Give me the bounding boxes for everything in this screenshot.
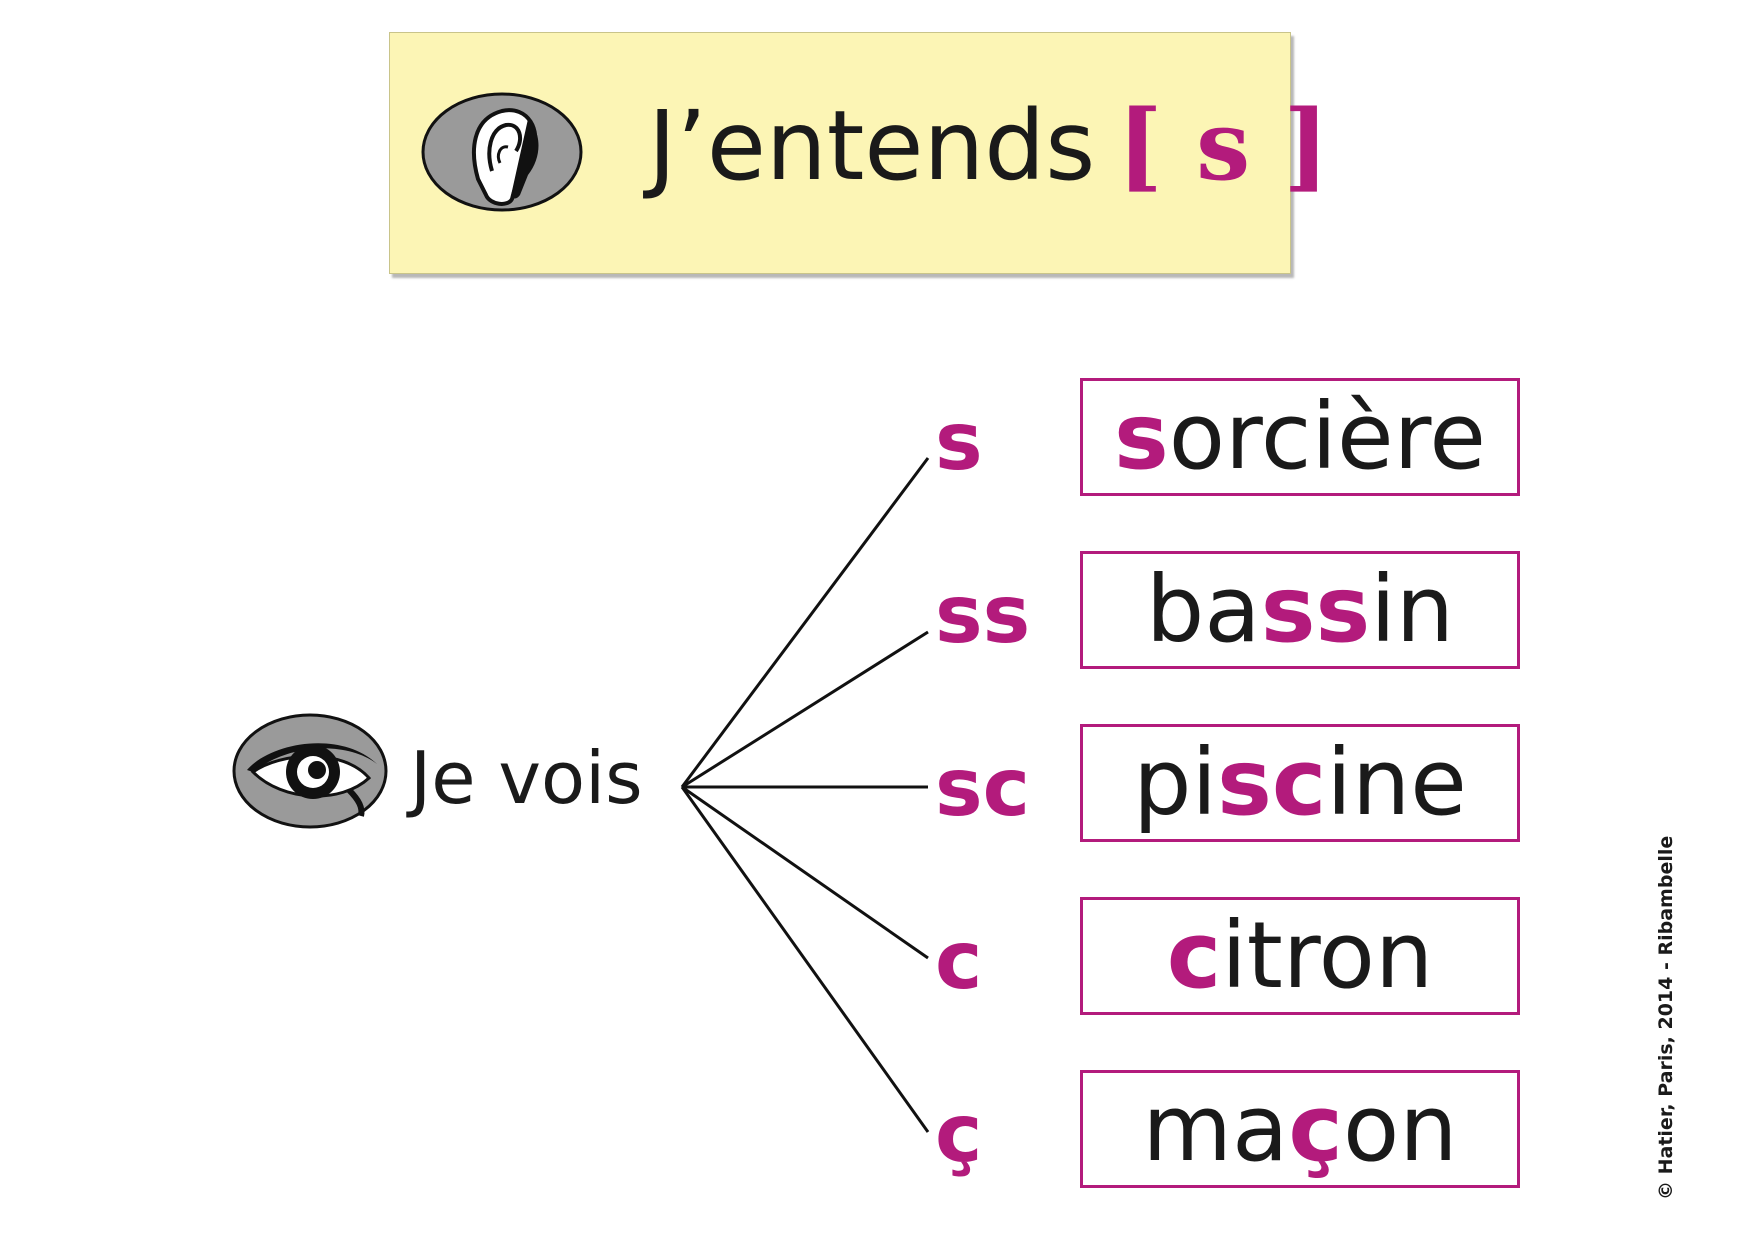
word-before: ba: [1145, 556, 1261, 663]
phoneme-label: [ s ]: [1117, 89, 1329, 202]
grapheme-1: s: [935, 395, 983, 488]
example-word: sorcière: [1114, 382, 1486, 492]
title-box: J’entends[ s ]: [389, 32, 1329, 274]
word-after: in: [1370, 556, 1455, 663]
word-highlight: ç: [1288, 1075, 1343, 1182]
word-after: on: [1342, 1075, 1458, 1182]
example-word: citron: [1167, 901, 1434, 1011]
word-box-3: piscine: [1080, 724, 1520, 842]
example-word: bassin: [1146, 555, 1454, 665]
see-label: Je vois: [410, 736, 643, 820]
eye-icon: [232, 713, 388, 829]
word-after: ine: [1326, 729, 1467, 836]
word-box-4: citron: [1080, 897, 1520, 1015]
word-before: pi: [1133, 729, 1218, 836]
word-box-1: sorcière: [1080, 378, 1520, 496]
word-box-5: maçon: [1080, 1070, 1520, 1188]
word-before: ma: [1142, 1075, 1289, 1182]
title-text: J’entends: [648, 90, 1096, 202]
branch-line-5: [680, 786, 930, 1133]
word-after: orcière: [1168, 383, 1486, 490]
branch-line-4: [681, 785, 929, 960]
word-box-2: bassin: [1080, 551, 1520, 669]
word-after: itron: [1221, 902, 1434, 1009]
branch-line-1: [680, 457, 930, 788]
word-highlight: s: [1113, 383, 1169, 490]
branch-line-2: [681, 630, 929, 789]
grapheme-3: sc: [935, 741, 1031, 834]
grapheme-4: c: [935, 914, 983, 1007]
grapheme-2: ss: [935, 568, 1031, 661]
page-title: J’entends[ s ]: [648, 81, 1329, 211]
example-word: maçon: [1142, 1074, 1457, 1184]
copyright-text: © Hatier, Paris, 2014 - Ribambelle: [1655, 835, 1677, 1200]
word-highlight: c: [1166, 902, 1222, 1009]
word-highlight: sc: [1217, 729, 1327, 836]
word-highlight: ss: [1260, 556, 1371, 663]
grapheme-5: ç: [935, 1087, 983, 1180]
example-word: piscine: [1133, 728, 1467, 838]
ear-icon: [421, 92, 583, 212]
